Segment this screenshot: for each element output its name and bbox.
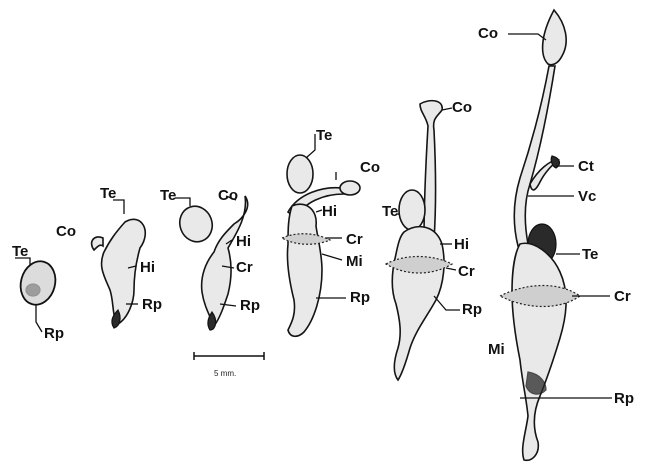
stage6-mi-label: Mi: [488, 341, 505, 358]
stage3-hi-label: Hi: [236, 233, 251, 250]
stage4-mi-label: Mi: [346, 253, 363, 270]
stage6-ct-label: Ct: [578, 158, 594, 175]
stage3-co-label: Co: [218, 187, 238, 204]
stage4-co-label: Co: [360, 159, 380, 176]
stage6-cr-label: Cr: [614, 288, 631, 305]
seedling-stage-6: Co Ct Vc Te Cr Mi Rp: [478, 10, 634, 460]
stage4-rp-label: Rp: [350, 289, 370, 306]
seedling-stage-3: Te Co Hi Cr Rp 5 mm.: [160, 187, 264, 378]
stage5-te-label: Te: [382, 203, 398, 220]
stage2-te-label: Te: [100, 185, 116, 202]
stage6-rp-label: Rp: [614, 390, 634, 407]
stage1-rp-label: Rp: [44, 325, 64, 342]
stage5-rp-label: Rp: [462, 301, 482, 318]
seedling-stage-1: Te Rp: [12, 243, 64, 342]
stage6-vc-label: Vc: [578, 188, 596, 205]
stage2-rp-label: Rp: [142, 296, 162, 313]
seedling-stage-4: Te Co Hi Cr Mi Rp: [282, 127, 380, 336]
stage5-cr-label: Cr: [458, 263, 475, 280]
seedling-stage-5: Co Te Hi Cr Rp: [382, 99, 482, 380]
stage5-hi-label: Hi: [454, 236, 469, 253]
stage2-co-label: Co: [56, 223, 76, 240]
stage4-cr-label: Cr: [346, 231, 363, 248]
scale-bar-label: 5 mm.: [214, 369, 236, 378]
stage6-te-label: Te: [582, 246, 598, 263]
stage1-te-label: Te: [12, 243, 28, 260]
stage3-te-label: Te: [160, 187, 176, 204]
stage2-hi-label: Hi: [140, 259, 155, 276]
stage3-cr-label: Cr: [236, 259, 253, 276]
stage4-te-label: Te: [316, 127, 332, 144]
stage5-co-label: Co: [452, 99, 472, 116]
stage3-rp-label: Rp: [240, 297, 260, 314]
stage6-co-label: Co: [478, 25, 498, 42]
stage4-hi-label: Hi: [322, 203, 337, 220]
seedling-stage-2: Co Te Hi Rp: [56, 185, 162, 328]
